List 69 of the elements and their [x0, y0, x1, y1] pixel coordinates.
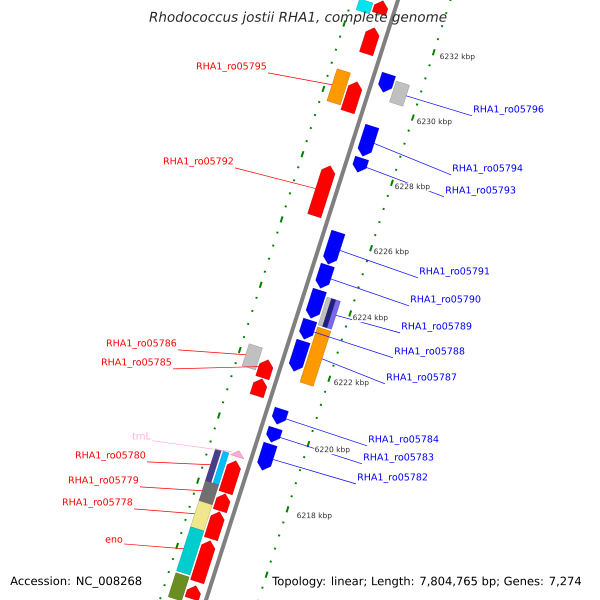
leader-line — [406, 95, 472, 116]
gene-pentagon — [352, 156, 369, 172]
gene-block — [242, 344, 263, 370]
leader-line — [272, 459, 356, 484]
gene-pentagon — [190, 540, 216, 584]
leader-line — [152, 440, 232, 452]
gene-block — [190, 500, 212, 532]
gene-label: RHA1_ro05788 — [395, 347, 464, 357]
gene-block — [205, 448, 222, 483]
leader-line — [313, 332, 394, 358]
gene-label: RHA1_ro05779 — [68, 476, 138, 486]
gene-pentagon — [256, 360, 274, 380]
gene-pentagon — [230, 450, 244, 460]
gene-pentagon — [250, 378, 268, 398]
gene-label: RHA1_ro05785 — [102, 358, 171, 368]
leader-line — [146, 462, 211, 466]
gene-pentagon — [299, 318, 318, 340]
leader-line — [134, 508, 196, 514]
gene-pentagon — [266, 426, 282, 442]
gene-block — [318, 296, 341, 330]
gene-label: eno — [106, 537, 122, 543]
leader-line — [140, 486, 202, 492]
gene-label: RHA1_ro05786 — [106, 339, 176, 349]
gene-pentagon — [316, 262, 335, 288]
leader-line — [330, 278, 410, 306]
gene-block — [326, 68, 351, 106]
gene-label: RHA1_ro05790 — [411, 295, 480, 305]
leader-line — [286, 418, 368, 446]
gene-pentagon — [340, 82, 362, 114]
gene-pentagon — [184, 586, 201, 600]
gene-block — [212, 450, 230, 486]
gene-label: RHA1_ro05784 — [369, 435, 438, 445]
gene-label: RHA1_ro05792 — [164, 157, 233, 167]
gene-block — [176, 526, 204, 576]
gene-label: RHA1_ro05783 — [364, 453, 434, 463]
accession-text: Accession: NC_008268 — [10, 576, 142, 588]
gene-block — [168, 572, 190, 600]
gene-pentagon — [306, 288, 327, 318]
gene-label: RHA1_ro05782 — [358, 473, 428, 483]
gene-pentagon — [359, 28, 380, 56]
gene-label: RHA1_ro05789 — [402, 322, 472, 332]
gene-pentagon — [323, 230, 346, 264]
gene-label: RHA1_ro05778 — [62, 498, 132, 508]
gene-block — [198, 480, 219, 506]
leader-line — [234, 168, 316, 189]
leader-line — [340, 250, 418, 278]
gene-label: RHA1_ro05787 — [387, 373, 456, 383]
gene-pentagon — [307, 166, 336, 218]
leader-line — [172, 366, 259, 370]
gene-pentagon — [378, 72, 396, 92]
gene-label: RHA1_ro05793 — [446, 186, 516, 196]
gene-block — [389, 80, 410, 106]
gene-label: RHA1_ro05795 — [196, 62, 266, 72]
leader-line — [178, 350, 246, 356]
gene-pentagon — [288, 338, 310, 372]
leader-line — [322, 358, 386, 384]
leader-line — [374, 143, 452, 176]
leader-line — [268, 72, 332, 86]
gene-label: trnL — [132, 432, 151, 440]
gene-pentagon — [213, 494, 230, 514]
gene-pentagon — [204, 512, 224, 542]
gene-label: RHA1_ro05796 — [474, 105, 544, 115]
gene-label: RHA1_ro05780 — [76, 451, 146, 461]
genome-info-text: Topology: linear; Length: 7,804,765 bp; Genes: 7,274 — [272, 576, 582, 588]
gene-label: RHA1_ro05794 — [453, 164, 522, 174]
gene-pentagon — [272, 406, 289, 424]
gene-label: RHA1_ro05791 — [420, 267, 490, 277]
leader-line — [124, 544, 184, 550]
gene-block — [300, 326, 332, 386]
